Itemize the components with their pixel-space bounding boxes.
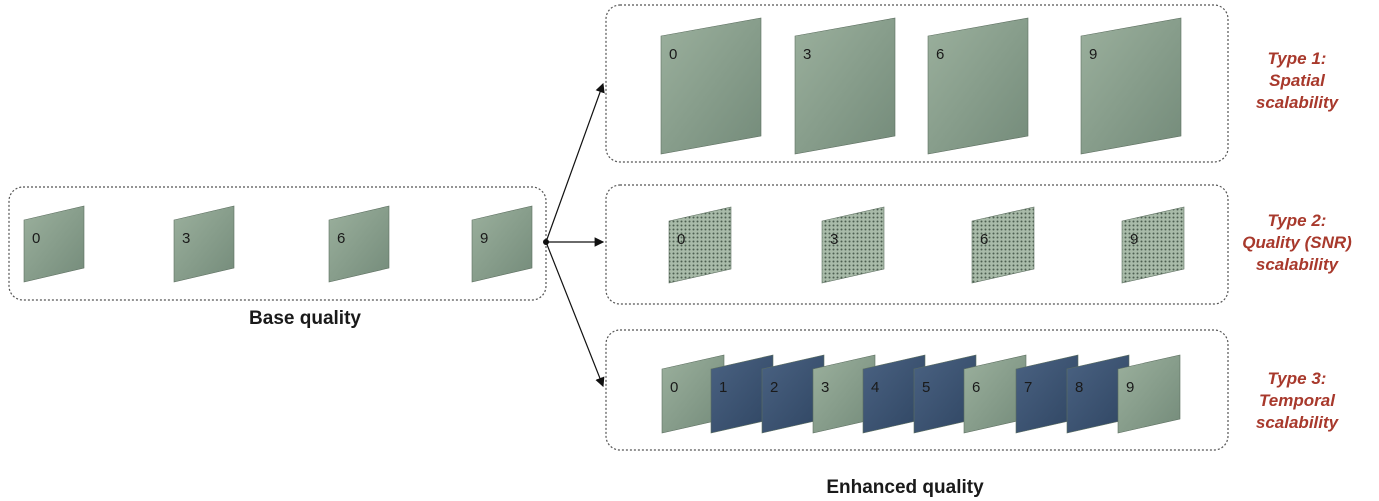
frame-number: 9 (1089, 46, 1097, 63)
frame-number: 0 (670, 379, 678, 396)
spatial-frame-6: 6 (927, 17, 1029, 155)
type-3-label: Type 3: Temporal scalability (1255, 369, 1339, 432)
frame-number: 8 (1075, 379, 1083, 396)
frame-number: 3 (821, 379, 829, 396)
spatial-container (605, 4, 1229, 163)
quality-frame-9: 9 (1121, 206, 1185, 284)
type-2-label: Type 2: Quality (SNR) scalability (1242, 211, 1352, 274)
frame-number: 5 (922, 379, 930, 396)
type-1-label: Type 1: Spatial scalability (1255, 49, 1339, 112)
spatial-frame-9: 9 (1080, 17, 1182, 155)
quality-frame-3: 3 (821, 206, 885, 284)
frame-number: 9 (1130, 231, 1138, 248)
frames-layer: 0 3 6 9 0 3 6 9 0 3 6 9 0 1 2 3 4 5 6 7 8 9 (23, 17, 1185, 434)
frame-number: 1 (719, 379, 727, 396)
base-frame-3: 3 (173, 205, 235, 283)
quality-frame-6: 6 (971, 206, 1035, 284)
branch-arrows (543, 82, 605, 388)
frame-number: 6 (972, 379, 980, 396)
quality-container (605, 184, 1229, 305)
frame-number: 0 (669, 46, 677, 63)
quality-frame-0: 0 (668, 206, 732, 284)
base-frame-6: 6 (328, 205, 390, 283)
frame-number: 6 (980, 231, 988, 248)
frame-number: 0 (32, 230, 40, 247)
frame-number: 9 (480, 230, 488, 247)
temporal-frame-9: 9 (1117, 354, 1181, 434)
frame-number: 2 (770, 379, 778, 396)
spatial-frame-0: 0 (660, 17, 762, 155)
frame-number: 6 (936, 46, 944, 63)
frame-number: 6 (337, 230, 345, 247)
base-container (8, 186, 547, 301)
base-frame-0: 0 (23, 205, 85, 283)
frame-number: 3 (182, 230, 190, 247)
frame-number: 9 (1126, 379, 1134, 396)
frame-number: 3 (803, 46, 811, 63)
base-quality-label: Base quality (249, 308, 361, 329)
enhanced-quality-label: Enhanced quality (826, 477, 984, 498)
frame-number: 0 (677, 231, 685, 248)
frame-number: 7 (1024, 379, 1032, 396)
base-frame-9: 9 (471, 205, 533, 283)
frame-number: 3 (830, 231, 838, 248)
arrow-to-temporal (545, 241, 605, 388)
arrow-to-spatial (545, 82, 605, 243)
spatial-frame-3: 3 (794, 17, 896, 155)
frame-number: 4 (871, 379, 879, 396)
